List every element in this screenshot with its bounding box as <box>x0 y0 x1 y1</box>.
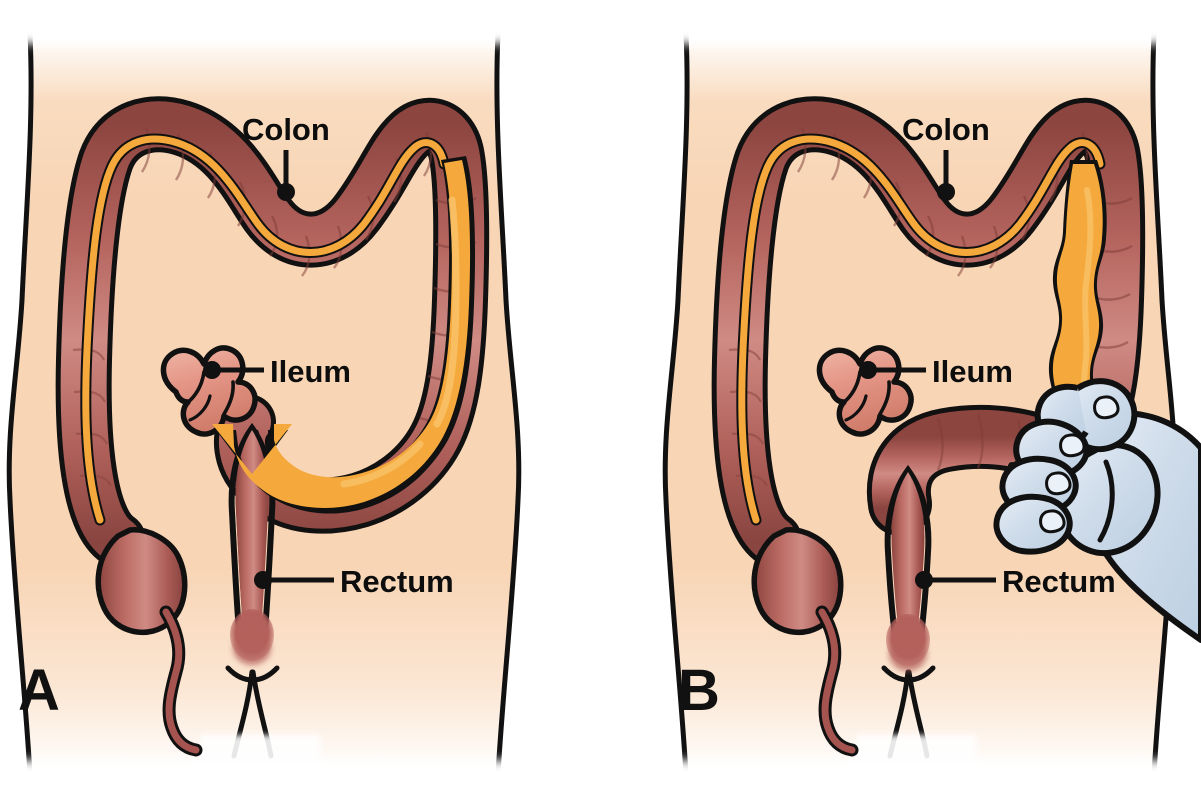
label-colon-b-text: Colon <box>902 112 990 147</box>
colon-a <box>55 96 490 757</box>
label-colon-b: Colon <box>902 112 990 201</box>
label-colon-a: Colon <box>242 112 330 201</box>
panel-a: Colon Ileum Rectum A <box>0 0 600 800</box>
label-rectum-a-text: Rectum <box>340 564 454 599</box>
label-rectum-a: Rectum <box>254 564 454 599</box>
panel-b: Colon Ileum Rectum B <box>600 0 1201 800</box>
label-ileum-a: Ileum <box>203 354 351 389</box>
panel-letter-b: B <box>678 658 720 723</box>
colon-b <box>711 96 1201 757</box>
label-rectum-b: Rectum <box>915 564 1116 599</box>
label-rectum-b-text: Rectum <box>1002 564 1116 599</box>
label-ileum-b: Ileum <box>859 354 1013 389</box>
panel-letter-a: A <box>18 658 60 723</box>
gloved-hand-b <box>993 378 1201 643</box>
colon-lumen-a <box>80 133 476 526</box>
label-colon-a-text: Colon <box>242 112 330 147</box>
label-ileum-a-text: Ileum <box>270 354 351 389</box>
anus-gluteal-cleft-b <box>856 665 976 775</box>
label-ileum-b-text: Ileum <box>932 354 1013 389</box>
anus-gluteal-cleft-a <box>200 665 320 775</box>
